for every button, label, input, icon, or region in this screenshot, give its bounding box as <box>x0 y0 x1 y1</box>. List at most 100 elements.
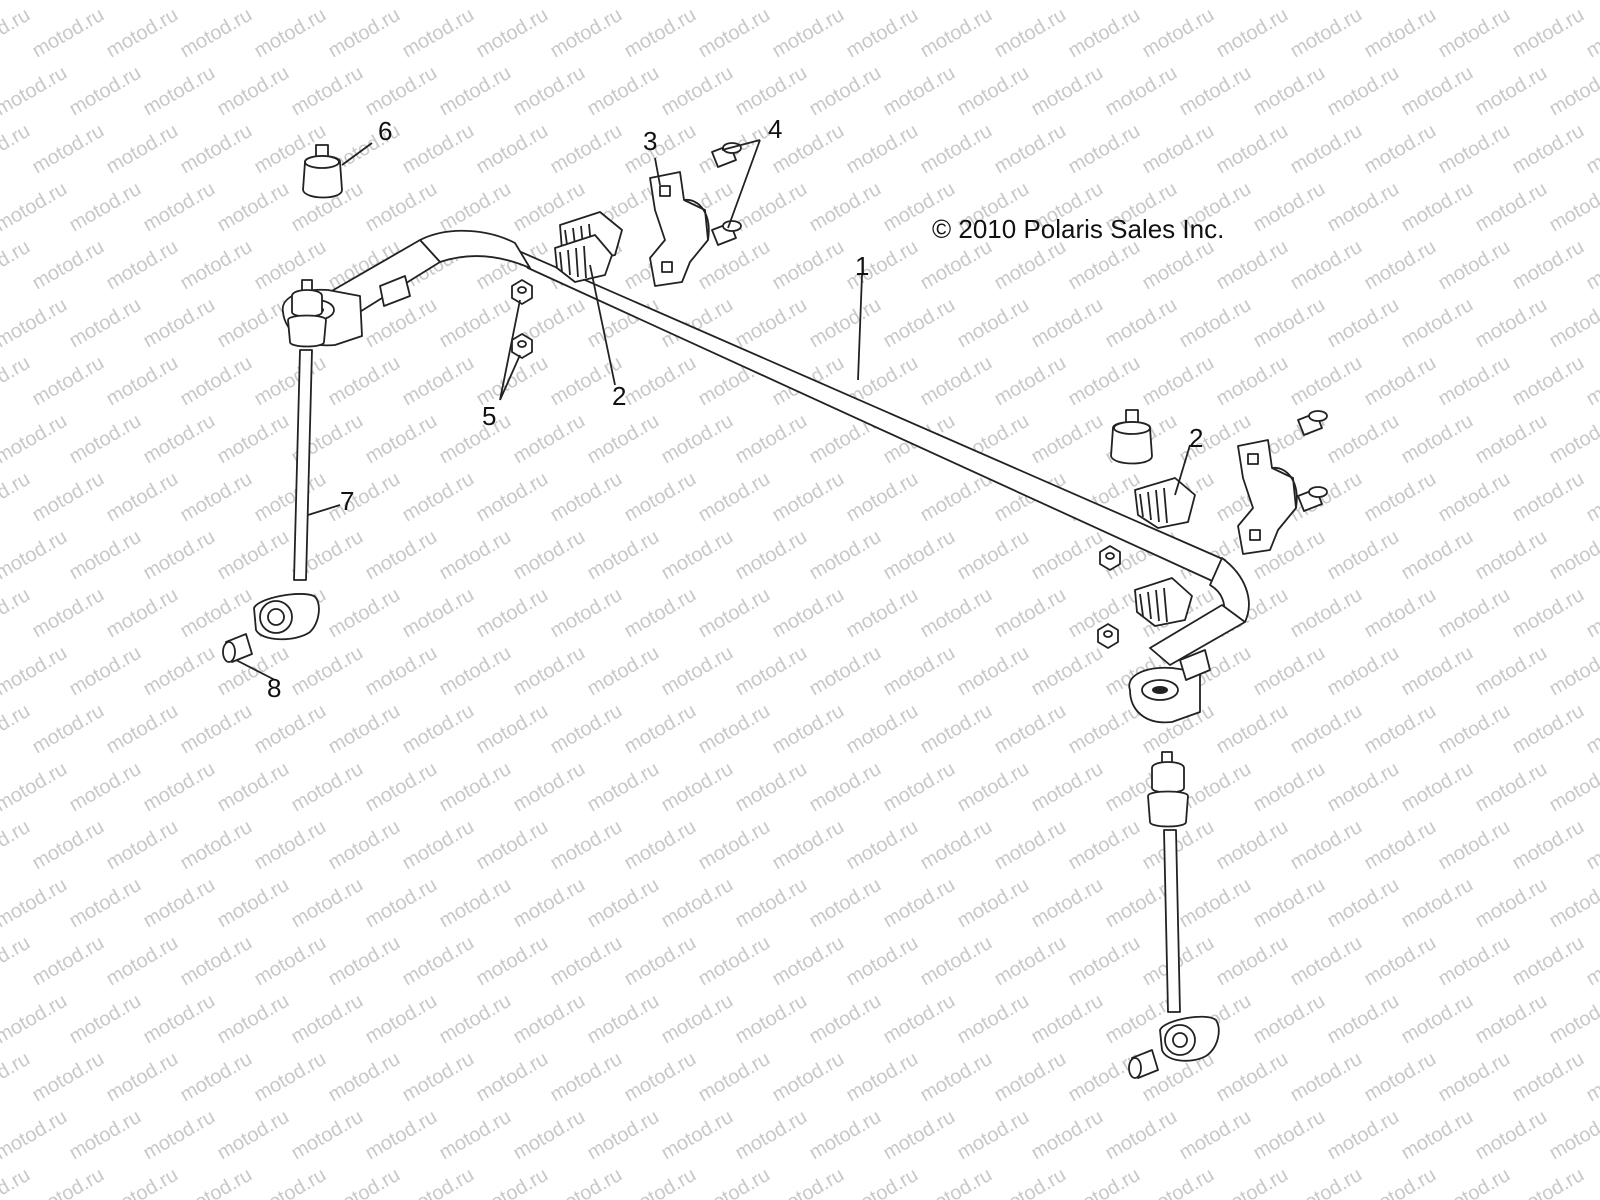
watermark-text: motod.ru <box>473 584 552 643</box>
watermark-text: motod.ru <box>1176 0 1255 4</box>
nut-right-b <box>1097 623 1119 649</box>
watermark-text: motod.ru <box>658 526 737 585</box>
watermark-text: motod.ru <box>1287 816 1366 875</box>
watermark-text: motod.ru <box>1398 1106 1477 1165</box>
watermark-text: motod.ru <box>658 874 737 933</box>
watermark-text: motod.ru <box>917 816 996 875</box>
watermark-text: motod.ru <box>1065 352 1144 411</box>
watermark-text: motod.ru <box>1398 874 1477 933</box>
watermark-text: motod.ru <box>658 990 737 1049</box>
watermark-text: motod.ru <box>658 642 737 701</box>
watermark-text: motod.ru <box>732 62 811 121</box>
watermark-text: motod.ru <box>1213 1164 1292 1200</box>
watermark-text: motod.ru <box>658 0 737 4</box>
watermark-text: motod.ru <box>584 1106 663 1165</box>
watermark-text: motod.ru <box>1361 4 1440 63</box>
watermark-text: motod.ru <box>436 178 515 237</box>
watermark-text: motod.ru <box>288 0 367 4</box>
watermark-text: motod.ru <box>214 0 293 4</box>
watermark-text: motod.ru <box>954 1106 1033 1165</box>
watermark-text: motod.ru <box>1065 932 1144 991</box>
watermark-text: motod.ru <box>399 4 478 63</box>
watermark-text: motod.ru <box>732 1106 811 1165</box>
watermark-text: motod.ru <box>362 874 441 933</box>
watermark-text: motod.ru <box>695 4 774 63</box>
watermark-text: motod.ru <box>1139 1164 1218 1200</box>
watermark-text: motod.ru <box>1583 468 1600 527</box>
watermark-text: motod.ru <box>0 758 71 817</box>
watermark-text: motod.ru <box>103 1164 182 1200</box>
watermark-text: motod.ru <box>584 62 663 121</box>
watermark-text: motod.ru <box>0 236 34 295</box>
watermark-text: motod.ru <box>658 410 737 469</box>
watermark-text: motod.ru <box>1472 526 1551 585</box>
watermark-text: motod.ru <box>1028 874 1107 933</box>
watermark-text: motod.ru <box>251 932 330 991</box>
watermark-text: motod.ru <box>695 816 774 875</box>
watermark-text: motod.ru <box>732 642 811 701</box>
watermark-text: motod.ru <box>214 990 293 1049</box>
watermark-text: motod.ru <box>547 1164 626 1200</box>
watermark-text: motod.ru <box>29 584 108 643</box>
watermark-text: motod.ru <box>0 932 34 991</box>
watermark-text: motod.ru <box>103 120 182 179</box>
watermark-text: motod.ru <box>1472 178 1551 237</box>
watermark-text: motod.ru <box>362 62 441 121</box>
watermark-text: motod.ru <box>251 816 330 875</box>
watermark-text: motod.ru <box>917 1164 996 1200</box>
watermark-text: motod.ru <box>214 874 293 933</box>
watermark-text: motod.ru <box>954 990 1033 1049</box>
watermark-text: motod.ru <box>1287 4 1366 63</box>
watermark-text: motod.ru <box>732 410 811 469</box>
watermark-text: motod.ru <box>66 62 145 121</box>
watermark-text: motod.ru <box>325 4 404 63</box>
watermark-text: motod.ru <box>1176 294 1255 353</box>
watermark-text: motod.ru <box>954 758 1033 817</box>
watermark-text: motod.ru <box>103 4 182 63</box>
watermark-text: motod.ru <box>177 468 256 527</box>
watermark-text: motod.ru <box>1250 0 1329 4</box>
watermark-text: motod.ru <box>436 410 515 469</box>
bushing-upper-right <box>1134 477 1196 529</box>
nut-left-b <box>511 333 533 359</box>
watermark-text: motod.ru <box>1472 642 1551 701</box>
watermark-text: motod.ru <box>103 700 182 759</box>
watermark-text: motod.ru <box>769 1048 848 1107</box>
watermark-text: motod.ru <box>806 526 885 585</box>
watermark-text: motod.ru <box>1583 4 1600 63</box>
watermark-text: motod.ru <box>1435 120 1514 179</box>
watermark-text: motod.ru <box>140 642 219 701</box>
watermark-text: motod.ru <box>1472 874 1551 933</box>
watermark-text: motod.ru <box>1398 410 1477 469</box>
watermark-text: motod.ru <box>251 468 330 527</box>
watermark-text: motod.ru <box>473 1048 552 1107</box>
watermark-text: motod.ru <box>0 62 71 121</box>
watermark-text: motod.ru <box>1287 584 1366 643</box>
watermark-text: motod.ru <box>1324 62 1403 121</box>
watermark-text: motod.ru <box>1213 4 1292 63</box>
watermark-text: motod.ru <box>1250 178 1329 237</box>
watermark-text: motod.ru <box>1028 294 1107 353</box>
watermark-text: motod.ru <box>510 410 589 469</box>
watermark-text: motod.ru <box>436 1106 515 1165</box>
watermark-text: motod.ru <box>695 700 774 759</box>
watermark-text: motod.ru <box>140 0 219 4</box>
watermark-text: motod.ru <box>1361 236 1440 295</box>
watermark-text: motod.ru <box>436 874 515 933</box>
watermark-text: motod.ru <box>1065 1164 1144 1200</box>
watermark-text: motod.ru <box>547 4 626 63</box>
watermark-text: motod.ru <box>251 1164 330 1200</box>
watermark-text: motod.ru <box>769 468 848 527</box>
watermark-text: motod.ru <box>917 4 996 63</box>
watermark-text: motod.ru <box>843 700 922 759</box>
watermark-text: motod.ru <box>1583 816 1600 875</box>
watermark-text: motod.ru <box>103 468 182 527</box>
watermark-text: motod.ru <box>547 584 626 643</box>
watermark-text: motod.ru <box>325 584 404 643</box>
watermark-text: motod.ru <box>1361 1164 1440 1200</box>
watermark-text: motod.ru <box>399 120 478 179</box>
watermark-text: motod.ru <box>917 352 996 411</box>
watermark-text: motod.ru <box>1509 932 1588 991</box>
watermark-text: motod.ru <box>1028 758 1107 817</box>
watermark-text: motod.ru <box>1509 1048 1588 1107</box>
